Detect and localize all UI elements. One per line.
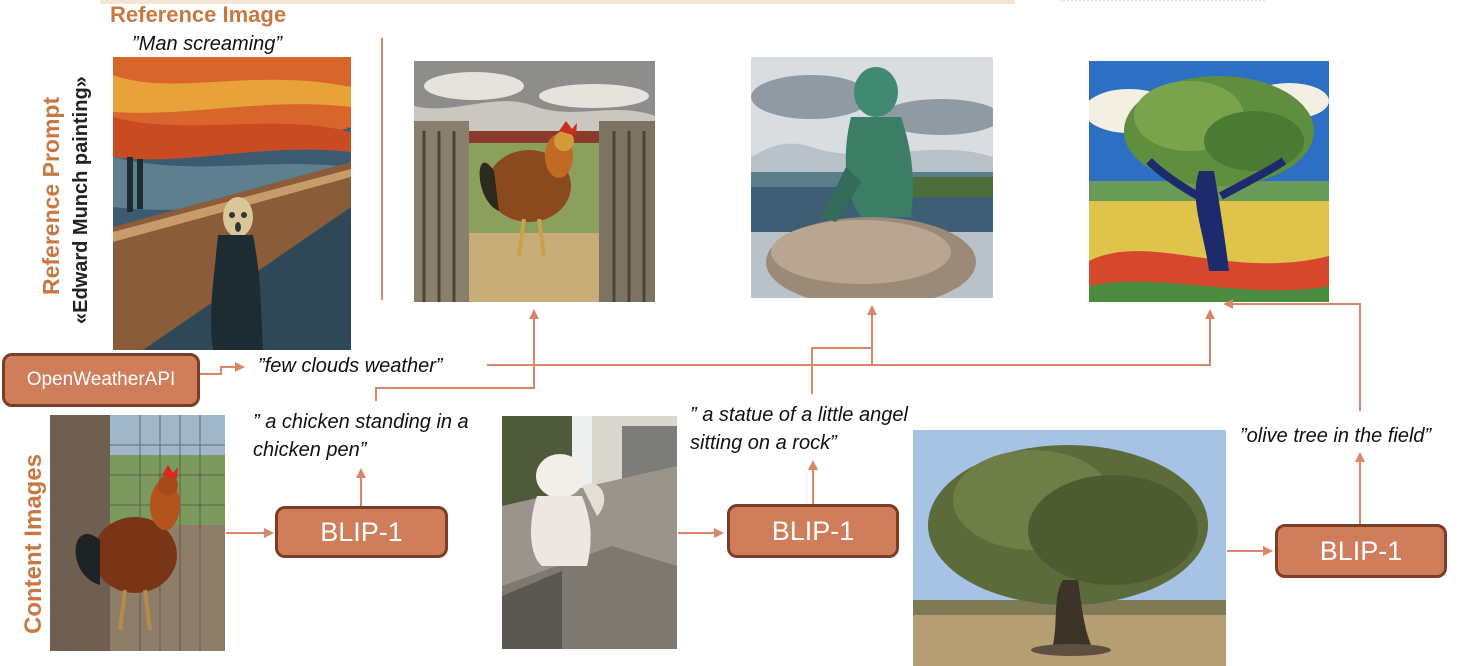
blip-box-1: BLIP-1 xyxy=(275,506,448,558)
chicken-caption-line1: ” a chicken standing in a xyxy=(253,411,469,433)
reference-prompt-value: «Edward Munch painting» xyxy=(70,76,92,324)
divider-line xyxy=(381,38,383,300)
content-olive-tree-photo xyxy=(913,430,1226,666)
reference-scream-image xyxy=(113,57,351,350)
blip-box-3: BLIP-1 xyxy=(1275,524,1447,578)
reference-prompt-label: Reference Prompt xyxy=(38,96,64,295)
statue-caption-line1: ” a statue of a little angel xyxy=(690,404,908,426)
output-olive-tree-image xyxy=(1089,61,1329,302)
blip-box-2: BLIP-1 xyxy=(727,504,899,558)
content-images-label: Content Images xyxy=(20,453,47,634)
header-strip-right xyxy=(1060,0,1265,4)
chicken-caption-line2: chicken pen” xyxy=(253,439,367,461)
weather-caption: ”few clouds weather” xyxy=(258,355,443,377)
statue-caption-line2: sitting on a rock” xyxy=(690,432,837,454)
content-statue-photo xyxy=(502,416,677,649)
olive-caption: ”olive tree in the field” xyxy=(1240,425,1432,447)
header-strip xyxy=(100,0,1015,4)
man-screaming-caption: ”Man screaming” xyxy=(132,33,283,55)
content-rooster-photo xyxy=(50,415,225,651)
output-statue-image xyxy=(751,57,993,298)
openweather-api-box: OpenWeatherAPI xyxy=(2,353,200,407)
output-rooster-image xyxy=(414,61,655,302)
reference-image-title: Reference Image xyxy=(110,2,287,27)
